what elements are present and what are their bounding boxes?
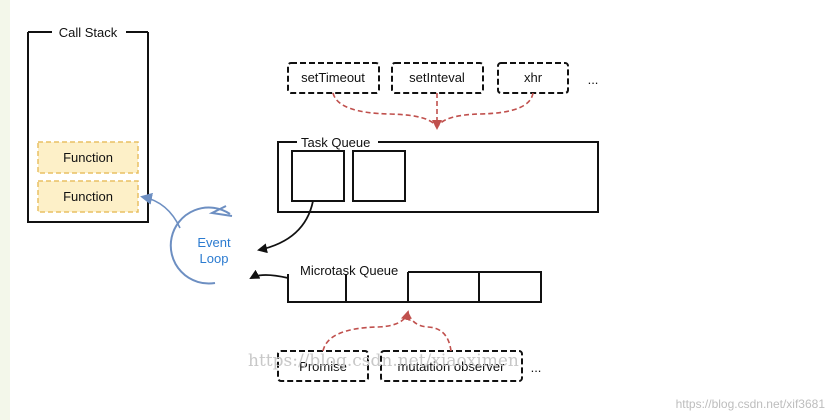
task-queue: Task Queue (257, 135, 599, 254)
event-loop-arrowhead (208, 205, 233, 217)
function-frame-2 (37, 180, 139, 213)
microsource-mutation-observer (380, 350, 523, 382)
task-queue-slot-2 (352, 150, 406, 202)
arrow-xhr-to-task-queue (436, 92, 534, 129)
source-setinteval (391, 62, 484, 94)
footer-watermark: https://blog.csdn.net/xif3681 (676, 397, 826, 411)
source-setinteval-label: setInteval (409, 70, 465, 85)
sources-ellipsis: ... (588, 72, 599, 87)
microsources-ellipsis: ... (531, 360, 542, 375)
async-sources: setTimeout setInteval xhr ... (287, 62, 599, 130)
watermark-overlay: https://blog.csdn.net/xiaoximen (248, 351, 519, 371)
source-xhr-label: xhr (524, 70, 543, 85)
arrow-mutation-observer-to-microtask (407, 311, 452, 352)
left-margin-strip (0, 0, 10, 420)
task-queue-title: Task Queue (301, 135, 370, 150)
microtask-queue-frame (287, 271, 542, 303)
arrow-task-queue-to-event-loop (257, 200, 314, 254)
call-stack-frame (27, 32, 149, 223)
arrow-microtask-to-event-loop (249, 269, 289, 279)
event-loop-circle (169, 206, 231, 285)
task-queue-frame (277, 141, 599, 213)
event-loop: Event Loop (140, 192, 233, 285)
task-queue-slot-1 (291, 150, 345, 202)
function-frame-1 (37, 141, 139, 174)
event-loop-label-line1: Event (197, 235, 231, 250)
microsource-promise-label: Promise (299, 359, 347, 374)
microtask-queue: Microtask Queue (249, 263, 542, 303)
source-settimeout (287, 62, 380, 94)
function-frame-1-label: Function (63, 150, 113, 165)
call-stack: Call Stack Function Function (27, 25, 149, 223)
arrow-promise-to-microtask (322, 310, 411, 352)
microtask-queue-title: Microtask Queue (300, 263, 398, 278)
microsource-mutation-observer-label: mutaition observer (398, 359, 506, 374)
call-stack-title: Call Stack (59, 25, 118, 40)
event-loop-to-call-stack-arrow (140, 192, 181, 229)
source-settimeout-label: setTimeout (301, 70, 365, 85)
event-loop-label-line2: Loop (200, 251, 229, 266)
function-frame-2-label: Function (63, 189, 113, 204)
arrow-settimeout-to-task-queue (332, 92, 438, 129)
microtask-sources: Promise mutaition observer ... (277, 310, 542, 382)
